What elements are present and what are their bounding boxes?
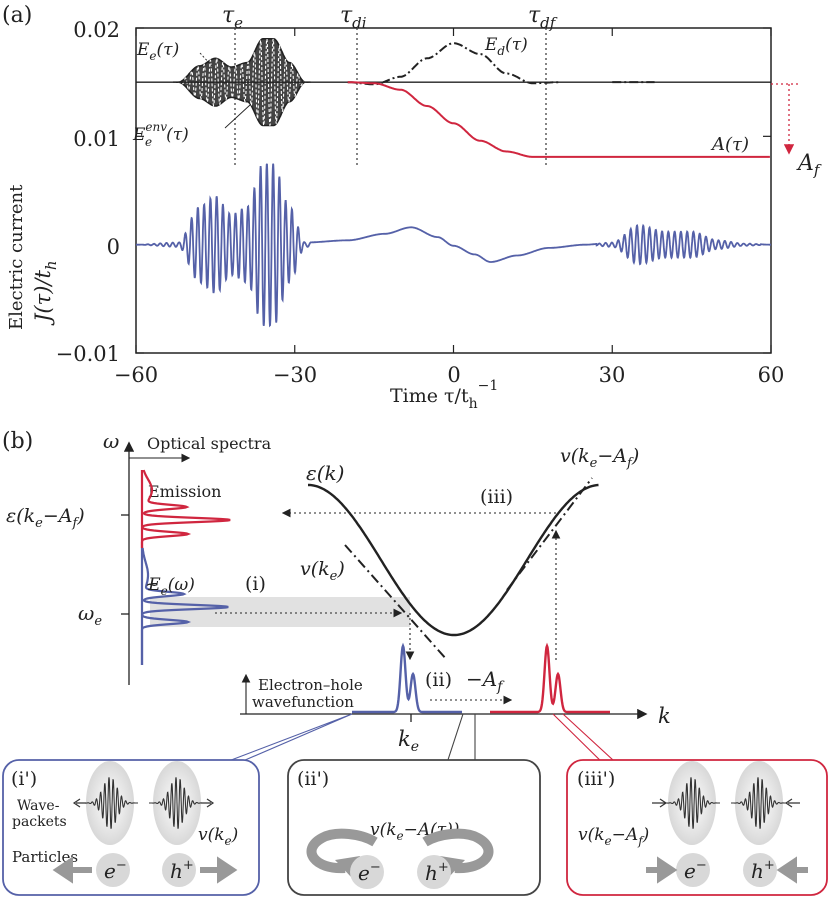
tangent-ke-af — [506, 477, 593, 591]
electron-curved-arrow — [306, 828, 378, 874]
svg-text:J(τ)/th: J(τ)/th — [31, 260, 60, 326]
inset-i: (i') Wave- packets v(ke) Particles e− h+ — [2, 759, 260, 896]
y-tick-label: 0.02 — [73, 18, 120, 42]
eenv-leader — [224, 104, 251, 129]
packets-label: packets — [12, 814, 67, 830]
x-tick-label: −60 — [114, 363, 158, 387]
ed-curve — [347, 42, 560, 86]
inset-i-velocity: v(ke) — [198, 825, 238, 848]
svg-text:Electric current: Electric current — [6, 184, 27, 330]
inset-i-label: (i') — [11, 768, 37, 790]
wavefunction-initial — [352, 642, 462, 714]
chart-curves — [136, 37, 771, 328]
hole-circle — [162, 853, 196, 887]
electron-label: e− — [104, 858, 127, 883]
x-tick-label: −30 — [273, 363, 317, 387]
current-curve — [136, 163, 771, 328]
particles-label: Particles — [12, 848, 78, 866]
y-tick-label: −0.01 — [56, 342, 120, 366]
optical-spectra-label: Optical spectra — [147, 434, 272, 453]
panel-a-label: (a) — [2, 3, 32, 28]
wavefunction-final — [490, 642, 610, 714]
emission-label: Emission — [148, 482, 221, 501]
x-tick-label: 0 — [447, 363, 460, 387]
x-tick-label: 60 — [758, 363, 785, 387]
step-i-label: (i) — [245, 573, 266, 595]
hole-label: h+ — [425, 860, 449, 885]
tau-e-label: τe — [222, 3, 243, 32]
tau-df-label: τdf — [528, 3, 558, 32]
hole-label: h+ — [170, 858, 194, 883]
electron-left-arrow — [52, 856, 92, 884]
ed-annotation: Ed(τ) — [484, 35, 528, 58]
electron-circle — [96, 853, 130, 887]
hole-right-arrow — [200, 856, 238, 884]
electron-right-arrow — [646, 856, 678, 884]
ee-annotation: Ee(τ) — [136, 40, 179, 63]
wavepacket-left-arrow — [784, 798, 800, 808]
hole-left-arrow — [776, 856, 808, 884]
wavepacket-lines — [652, 777, 800, 829]
hole-label: h+ — [751, 858, 775, 883]
panel-b: (b) ω Optical spectra Emission ε(ke−Af) … — [2, 429, 671, 773]
wavefunction-label-1: Electron–hole — [258, 676, 363, 694]
electron-label: e− — [684, 858, 707, 883]
hole-curved-arrow — [422, 828, 494, 874]
wavepacket-hole — [731, 777, 787, 829]
omega-e-label: ωe — [78, 601, 102, 629]
minus-af-label: −Af — [466, 667, 505, 695]
y-tick-label: 0 — [107, 235, 120, 259]
electron-label: e− — [358, 860, 381, 885]
wavepacket-left-arrow — [72, 798, 86, 808]
a-curve — [347, 81, 770, 158]
wavepacket-electron — [664, 777, 720, 829]
ee-leader — [199, 52, 213, 67]
wavefunction-label-2: wavefunction — [252, 693, 354, 711]
wavepacket-hole — [149, 777, 205, 829]
eps-ke-af-label: ε(ke−Af) — [6, 505, 85, 531]
wavepacket-lines — [72, 777, 215, 829]
omega-label: ω — [103, 429, 119, 453]
ee-omega-label: ~Ee(ω) — [145, 575, 195, 598]
tau-di-label: τdi — [340, 3, 367, 32]
electron-circle — [350, 855, 384, 889]
band-label: ε(k) — [306, 461, 344, 485]
inset-iii-velocity: v(ke−Af) — [578, 825, 649, 848]
a-annotation: A(τ) — [710, 134, 749, 155]
step-iii-label: (iii) — [480, 486, 513, 508]
af-annotation: Af — [796, 151, 822, 179]
ke-label: ke — [398, 727, 419, 755]
v-ke-label: v(ke) — [300, 558, 345, 584]
inset-iii-label: (iii') — [577, 768, 615, 790]
panel-b-label: (b) — [2, 429, 33, 454]
k-label: k — [658, 704, 671, 728]
absorption-band — [150, 597, 410, 627]
step-ii-label: (ii) — [425, 669, 452, 691]
panel-b-curves — [140, 469, 610, 714]
y-tick-label: 0.01 — [73, 127, 120, 151]
panel-a: (a) 0.02 0.01 0 −0.01 −60 −30 0 30 60 Ti… — [2, 3, 822, 412]
x-tick-label: 30 — [599, 363, 626, 387]
wavepacket-electron — [82, 777, 138, 829]
electron-circle — [676, 853, 710, 887]
inset-ii: (ii') v(ke−A(τ)) e− h+ — [287, 759, 541, 896]
inset-iii: (iii') v(ke−Af) e− h+ — [566, 759, 828, 896]
wave-label: Wave- — [17, 798, 60, 814]
band-curve — [308, 483, 599, 637]
emission-spectrum — [140, 469, 231, 548]
tangent-ke — [344, 544, 448, 661]
inset-ii-label: (ii') — [297, 768, 329, 790]
v-ke-af-label: v(ke−Af) — [560, 445, 639, 471]
y-axis-label: Electric current J(τ)/th — [6, 184, 60, 330]
x-axis-label: Time τ/th−1 — [390, 378, 498, 412]
hole-circle — [743, 853, 777, 887]
wavepacket-right-arrow — [652, 798, 668, 808]
hole-circle — [417, 855, 451, 889]
wavepacket-right-arrow — [201, 798, 215, 808]
